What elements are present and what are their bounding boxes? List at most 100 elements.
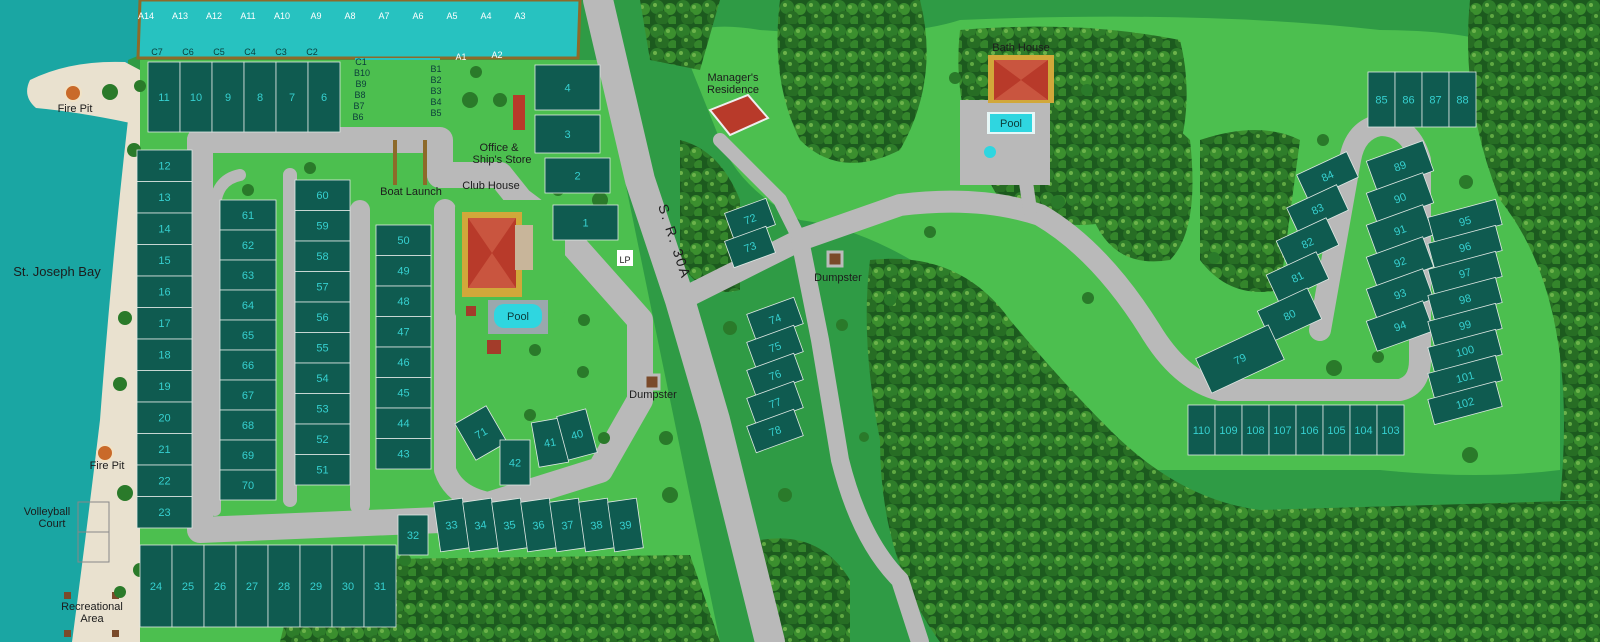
campsite-43[interactable]: 43 bbox=[375, 438, 432, 470]
campsite-27[interactable]: 27 bbox=[235, 544, 269, 628]
campsite-pad[interactable] bbox=[375, 316, 432, 348]
campsite-14[interactable]: 14 bbox=[136, 212, 193, 245]
campsite-pad[interactable] bbox=[219, 469, 277, 501]
campsite-pad[interactable] bbox=[1195, 324, 1285, 394]
campsite-6[interactable]: 6 bbox=[307, 61, 341, 133]
campsite-107[interactable]: 107 bbox=[1268, 404, 1297, 456]
campsite-68[interactable]: 68 bbox=[219, 409, 277, 441]
boat-slip-B4[interactable]: B4 bbox=[430, 97, 441, 107]
campsite-22[interactable]: 22 bbox=[136, 464, 193, 497]
boat-slip-A9[interactable]: A9 bbox=[310, 11, 321, 21]
campsite-55[interactable]: 55 bbox=[294, 332, 351, 364]
campsite-pad[interactable] bbox=[307, 61, 341, 133]
campsite-4[interactable]: 4 bbox=[534, 64, 601, 111]
campsite-15[interactable]: 15 bbox=[136, 244, 193, 277]
campsite-77[interactable]: 77 bbox=[746, 380, 804, 426]
campsite-pad[interactable] bbox=[552, 204, 619, 241]
campsite-pad[interactable] bbox=[219, 259, 277, 291]
campsite-45[interactable]: 45 bbox=[375, 377, 432, 409]
campsite-pad[interactable] bbox=[219, 199, 277, 231]
campsite-pad[interactable] bbox=[294, 423, 351, 455]
campsite-pad[interactable] bbox=[294, 332, 351, 364]
campsite-pad[interactable] bbox=[375, 285, 432, 317]
campsite-46[interactable]: 46 bbox=[375, 346, 432, 378]
campsite-31[interactable]: 31 bbox=[363, 544, 397, 628]
campsite-pad[interactable] bbox=[1448, 71, 1477, 128]
boat-slip-A2[interactable]: A2 bbox=[491, 50, 502, 60]
campsite-58[interactable]: 58 bbox=[294, 240, 351, 272]
campsite-pad[interactable] bbox=[294, 393, 351, 425]
campsite-pad[interactable] bbox=[1376, 404, 1405, 456]
campsite-pad[interactable] bbox=[136, 496, 193, 529]
campsite-pad[interactable] bbox=[136, 370, 193, 403]
campsite-pad[interactable] bbox=[267, 544, 301, 628]
campsite-pad[interactable] bbox=[363, 544, 397, 628]
campsite-pad[interactable] bbox=[454, 405, 508, 461]
campsite-pad[interactable] bbox=[243, 61, 277, 133]
campsite-49[interactable]: 49 bbox=[375, 255, 432, 287]
campsite-pad[interactable] bbox=[746, 408, 804, 454]
campsite-84[interactable]: 84 bbox=[1296, 151, 1359, 201]
campsite-pad[interactable] bbox=[294, 179, 351, 211]
campsite-pad[interactable] bbox=[294, 240, 351, 272]
campsite-93[interactable]: 93 bbox=[1365, 268, 1435, 320]
campsite-pad[interactable] bbox=[1268, 404, 1297, 456]
boat-slip-B2[interactable]: B2 bbox=[430, 75, 441, 85]
campsite-pad[interactable] bbox=[544, 157, 611, 194]
campsite-38[interactable]: 38 bbox=[578, 497, 615, 553]
campsite-28[interactable]: 28 bbox=[267, 544, 301, 628]
campsite-pad[interactable] bbox=[136, 149, 193, 182]
campsite-80[interactable]: 80 bbox=[1256, 287, 1323, 343]
campsite-94[interactable]: 94 bbox=[1365, 300, 1435, 352]
campsite-12[interactable]: 12 bbox=[136, 149, 193, 182]
campsite-3[interactable]: 3 bbox=[534, 114, 601, 154]
campsite-pad[interactable] bbox=[179, 61, 213, 133]
boat-slip-A3[interactable]: A3 bbox=[514, 11, 525, 21]
campsite-79[interactable]: 79 bbox=[1195, 324, 1285, 394]
campsite-48[interactable]: 48 bbox=[375, 285, 432, 317]
campsite-24[interactable]: 24 bbox=[139, 544, 173, 628]
campsite-10[interactable]: 10 bbox=[179, 61, 213, 133]
campsite-74[interactable]: 74 bbox=[746, 296, 804, 342]
campsite-pad[interactable] bbox=[136, 244, 193, 277]
campsite-20[interactable]: 20 bbox=[136, 401, 193, 434]
boat-slip-A7[interactable]: A7 bbox=[378, 11, 389, 21]
campsite-37[interactable]: 37 bbox=[549, 497, 586, 553]
boat-slip-C3[interactable]: C3 bbox=[275, 47, 287, 57]
campsite-78[interactable]: 78 bbox=[746, 408, 804, 454]
campsite-62[interactable]: 62 bbox=[219, 229, 277, 261]
campsite-40[interactable]: 40 bbox=[556, 408, 598, 461]
campsite-pad[interactable] bbox=[219, 319, 277, 351]
campsite-102[interactable]: 102 bbox=[1427, 380, 1503, 426]
campsite-47[interactable]: 47 bbox=[375, 316, 432, 348]
campsite-36[interactable]: 36 bbox=[520, 497, 557, 553]
campsite-64[interactable]: 64 bbox=[219, 289, 277, 321]
campsite-pad[interactable] bbox=[1322, 404, 1351, 456]
boat-slip-A6[interactable]: A6 bbox=[412, 11, 423, 21]
campsite-pad[interactable] bbox=[219, 379, 277, 411]
boat-slip-A14[interactable]: A14 bbox=[138, 11, 154, 21]
campsite-44[interactable]: 44 bbox=[375, 407, 432, 439]
campsite-pad[interactable] bbox=[1187, 404, 1216, 456]
campsite-92[interactable]: 92 bbox=[1365, 236, 1435, 288]
boat-slip-B3[interactable]: B3 bbox=[430, 86, 441, 96]
campsite-pad[interactable] bbox=[1421, 71, 1450, 128]
campsite-pad[interactable] bbox=[1394, 71, 1423, 128]
campsite-pad[interactable] bbox=[136, 338, 193, 371]
campsite-98[interactable]: 98 bbox=[1427, 276, 1503, 322]
campsite-61[interactable]: 61 bbox=[219, 199, 277, 231]
campsite-pad[interactable] bbox=[299, 544, 333, 628]
campsite-73[interactable]: 73 bbox=[724, 225, 776, 269]
campsite-9[interactable]: 9 bbox=[211, 61, 245, 133]
campsite-32[interactable]: 32 bbox=[397, 514, 429, 556]
boat-slip-C2[interactable]: C2 bbox=[306, 47, 318, 57]
campsite-57[interactable]: 57 bbox=[294, 271, 351, 303]
campsite-pad[interactable] bbox=[219, 409, 277, 441]
campsite-106[interactable]: 106 bbox=[1295, 404, 1324, 456]
boat-slip-B8[interactable]: B8 bbox=[354, 90, 365, 100]
campsite-pad[interactable] bbox=[294, 210, 351, 242]
campsite-pad[interactable] bbox=[136, 212, 193, 245]
campsite-19[interactable]: 19 bbox=[136, 370, 193, 403]
campsite-pad[interactable] bbox=[294, 454, 351, 486]
campsite-71[interactable]: 71 bbox=[454, 405, 508, 461]
